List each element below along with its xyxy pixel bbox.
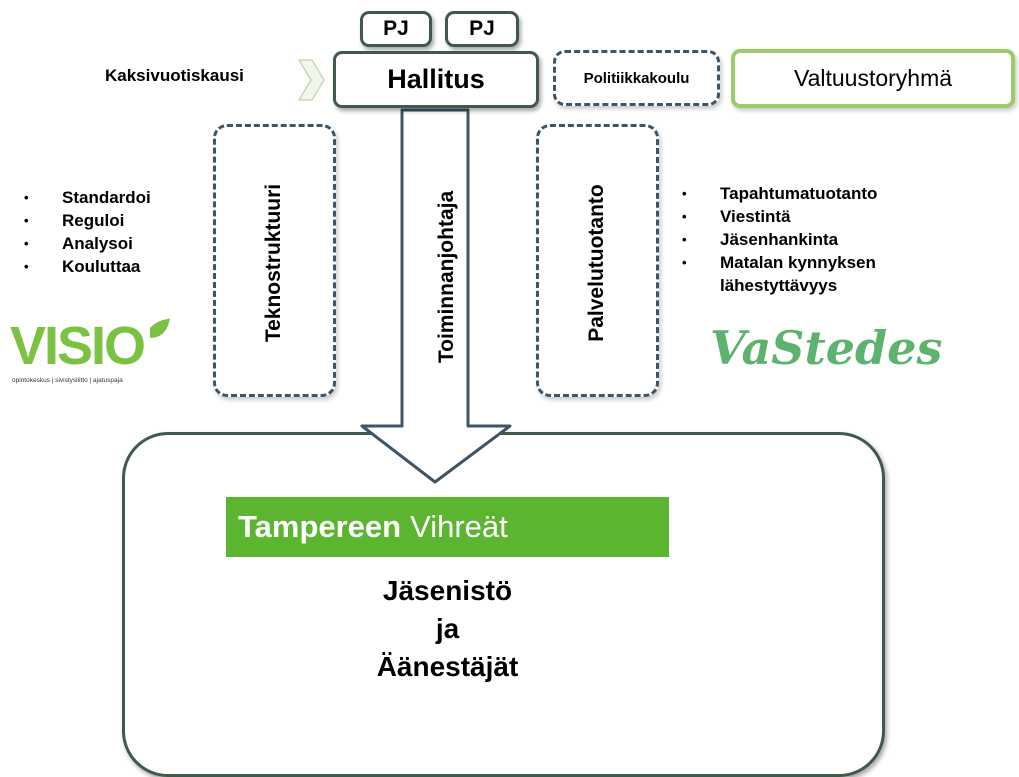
- members-line-1: Jäsenistö: [382, 575, 513, 606]
- pj-right-box: PJ: [445, 11, 519, 47]
- visio-logo-mark: VISIO opintokeskus | sivistysliitto | aj…: [10, 316, 170, 384]
- svg-text:opintokeskus | sivistysliitto: opintokeskus | sivistysliitto | ajatuspa…: [12, 377, 123, 384]
- tampereen-vihreat-banner: Tampereen Vihreät: [226, 497, 669, 557]
- valtuustoryhma-label: Valtuustoryhmä: [793, 65, 953, 91]
- teknostruktuuri-label: Teknostruktuuri: [262, 183, 285, 343]
- chevron-right-icon: [297, 59, 325, 101]
- kaksivuotiskausi-label: Kaksivuotiskausi: [105, 66, 244, 85]
- hallitus-label: Hallitus: [387, 64, 485, 94]
- politiikkakoulu-box: Politiikkakoulu: [553, 50, 720, 106]
- pj-left-box: PJ: [360, 11, 432, 47]
- list-item: Viestintä: [682, 205, 982, 228]
- members-line-2: ja: [435, 613, 460, 644]
- list-item: Kouluttaa: [24, 255, 151, 278]
- svg-text:VaStedes: VaStedes: [710, 321, 942, 375]
- list-item: Standardoi: [24, 186, 151, 209]
- members-line-3: Äänestäjät: [376, 651, 519, 682]
- vastedes-logo: VaStedes: [708, 312, 958, 382]
- list-item: Matalan kynnyksen lähestyttävyys: [682, 251, 982, 297]
- vastedes-logo-mark: VaStedes: [710, 321, 942, 375]
- palvelutuotanto-label: Palvelutuotanto: [585, 184, 608, 342]
- list-item: Reguloi: [24, 209, 151, 232]
- hallitus-box: Hallitus: [333, 51, 539, 108]
- list-item: Analysoi: [24, 232, 151, 255]
- arrow-label: Toiminnanjohtaja: [435, 190, 458, 364]
- banner-light-text: Vihreät: [410, 509, 508, 544]
- arrow-down-icon: [360, 108, 512, 484]
- left-bullet-list: Standardoi Reguloi Analysoi Kouluttaa: [24, 186, 151, 278]
- politiikkakoulu-label: Politiikkakoulu: [583, 69, 690, 87]
- palvelutuotanto-box: [536, 124, 659, 397]
- members-box: [122, 432, 885, 777]
- teknostruktuuri-box: [213, 124, 336, 397]
- svg-text:VISIO: VISIO: [10, 316, 144, 376]
- visio-logo: VISIO opintokeskus | sivistysliitto | aj…: [10, 316, 170, 386]
- list-item: Jäsenhankinta: [682, 228, 982, 251]
- list-item: Tapahtumatuotanto: [682, 182, 982, 205]
- members-text: Jäsenistö ja Äänestäjät: [226, 572, 669, 686]
- right-bullet-list: Tapahtumatuotanto Viestintä Jäsenhankint…: [682, 182, 982, 297]
- banner-bold-text: Tampereen: [238, 509, 402, 544]
- valtuustoryhma-box: Valtuustoryhmä: [731, 49, 1015, 108]
